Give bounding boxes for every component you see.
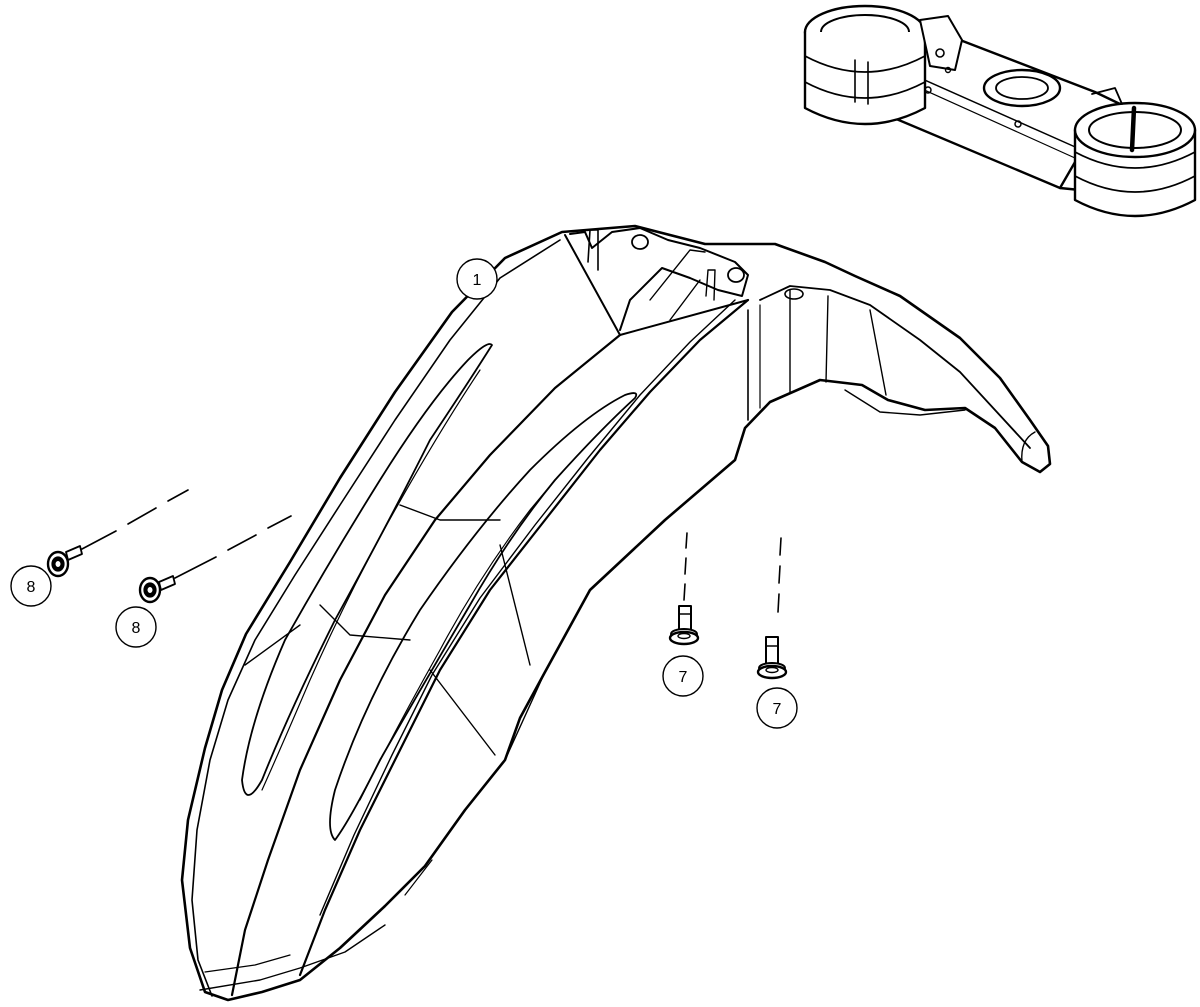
- callout-7-left: 7: [662, 655, 704, 697]
- triple-clamp: [803, 4, 1197, 218]
- callout-1-label: 1: [473, 272, 482, 289]
- front-fender: [180, 224, 1052, 1002]
- callout-1: 1: [456, 258, 498, 300]
- bolt-7-right: [756, 537, 788, 680]
- callout-8-left: 8: [10, 565, 52, 607]
- callout-7-left-label: 7: [679, 669, 688, 686]
- callout-8-right: 8: [115, 606, 157, 648]
- bolt-7-left: [668, 532, 700, 646]
- callout-8-left-label: 8: [27, 579, 36, 596]
- callout-8-right-label: 8: [132, 620, 141, 637]
- nut-8-right: [138, 515, 292, 604]
- callout-7-right: 7: [756, 687, 798, 729]
- nut-8-left: [46, 489, 189, 578]
- callout-7-right-label: 7: [773, 701, 782, 718]
